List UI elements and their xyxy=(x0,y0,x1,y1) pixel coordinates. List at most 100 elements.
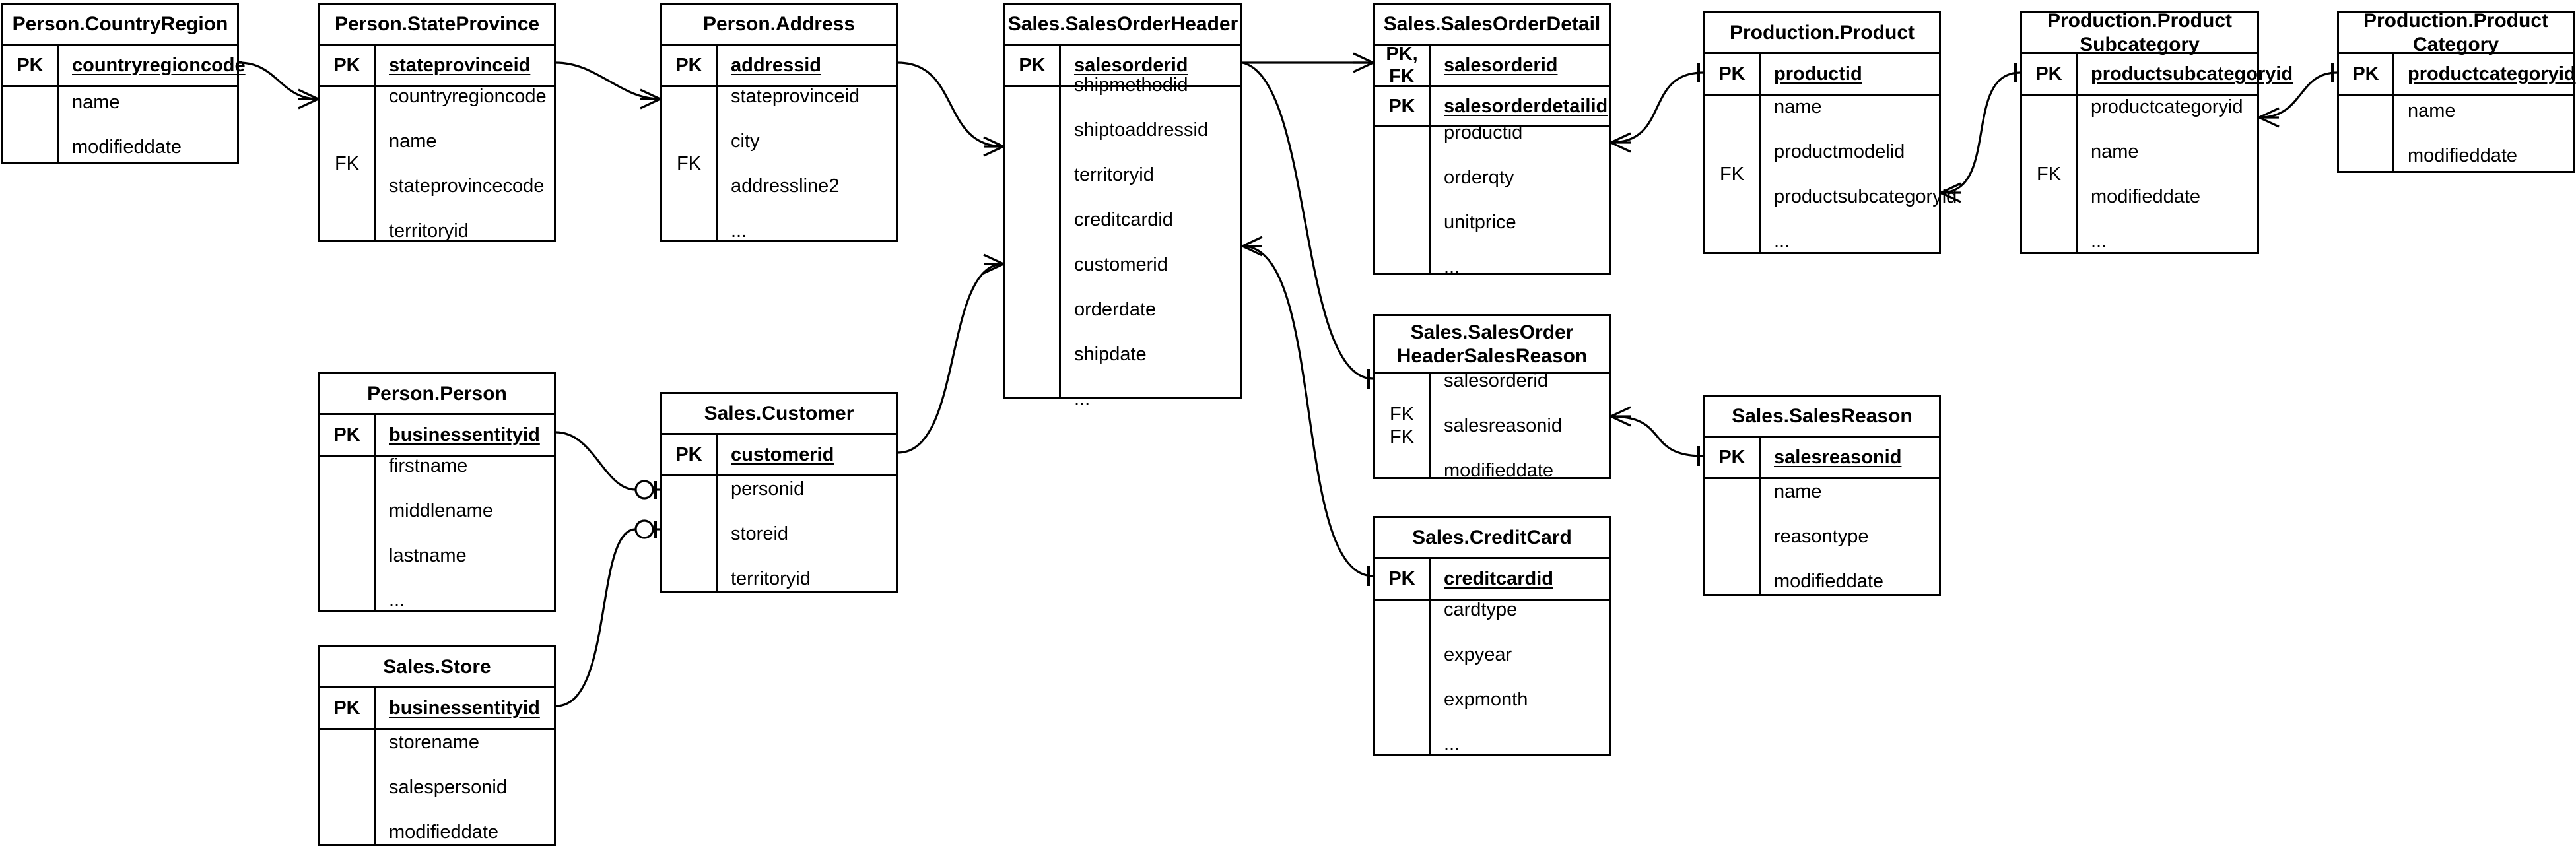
field-soh_sales_reason-modifieddate: modifieddate xyxy=(1444,460,1554,481)
entity-title-product: Production.Product xyxy=(1705,13,1939,54)
field-customer-customerid: customerid xyxy=(731,444,834,465)
key-marker-product_category-0: PK xyxy=(2339,54,2394,94)
key-marker-sales_order_detail-2 xyxy=(1375,127,1431,273)
field-customer-storeid: storeid xyxy=(731,523,789,544)
field-address-stateprovinceid: stateprovinceid xyxy=(731,86,860,107)
entity-title-person: Person.Person xyxy=(320,374,554,415)
fields-country_region-0: countryregioncode xyxy=(59,46,246,85)
fields-sales_order_detail-1: salesorderdetailid xyxy=(1431,87,1609,125)
field-store-salespersonid: salespersonid xyxy=(389,776,507,798)
key-marker-sales_reason-1 xyxy=(1705,479,1761,594)
field-person-firstname: firstname xyxy=(389,455,468,476)
field-product_subcategory-modifieddate: modifieddate xyxy=(2091,185,2201,207)
rel-store-customer xyxy=(550,519,660,716)
field-person-: ... xyxy=(389,590,405,611)
field-sales_order_header-shiptoaddressid: shiptoaddressid xyxy=(1074,119,1209,141)
key-marker-product-1: FK xyxy=(1705,96,1761,252)
rel-salesorderheader-sohsalesreason xyxy=(1242,61,1374,389)
key-marker-store-0: PK xyxy=(320,688,376,728)
field-address-addressline2: addressline2 xyxy=(731,176,840,197)
field-state_province-countryregioncode: countryregioncode xyxy=(389,86,547,107)
field-product_category-productcategoryid: productcategoryid xyxy=(2408,63,2576,84)
field-store-modifieddate: modifieddate xyxy=(389,821,499,843)
key-marker-product-0: PK xyxy=(1705,54,1761,94)
field-sales_reason-salesreasonid: salesreasonid xyxy=(1774,447,1902,468)
entity-title-state_province: Person.StateProvince xyxy=(320,5,554,46)
key-marker-country_region-0: PK xyxy=(3,46,59,85)
field-store-storename: storename xyxy=(389,731,480,753)
field-product-: ... xyxy=(1774,230,1790,252)
entity-title-address: Person.Address xyxy=(662,5,896,46)
fields-customer-0: customerid xyxy=(718,435,896,474)
key-marker-credit_card-1 xyxy=(1375,601,1431,754)
key-marker-person-0: PK xyxy=(320,415,376,455)
entity-title-sales_order_detail: Sales.SalesOrderDetail xyxy=(1375,5,1609,46)
key-marker-country_region-1 xyxy=(3,87,59,162)
field-sales_reason-modifieddate: modifieddate xyxy=(1774,571,1884,592)
field-state_province-name: name xyxy=(389,131,437,152)
field-sales_order_detail-salesorderid: salesorderid xyxy=(1444,55,1558,76)
fields-sales_order_detail-0: salesorderid xyxy=(1431,46,1609,85)
key-marker-person-1 xyxy=(320,457,376,610)
key-marker-product_subcategory-0: PK xyxy=(2022,54,2078,94)
field-sales_order_header-territoryid: territoryid xyxy=(1074,164,1154,185)
fields-product-0: productid xyxy=(1761,54,1939,94)
entity-title-soh_sales_reason: Sales.SalesOrder HeaderSalesReason xyxy=(1375,316,1609,374)
field-product-productid: productid xyxy=(1774,63,1862,84)
field-sales_order_header-customerid: customerid xyxy=(1074,253,1168,275)
entity-title-customer: Sales.Customer xyxy=(662,394,896,435)
key-marker-address-1: FK xyxy=(662,87,718,240)
entity-section-person-0: PK businessentityid xyxy=(320,415,554,455)
entity-section-product-0: PK productid xyxy=(1705,54,1939,94)
key-marker-customer-0: PK xyxy=(662,435,718,474)
fields-address-0: addressid xyxy=(718,46,896,85)
field-credit_card-creditcardid: creditcardid xyxy=(1444,568,1553,589)
field-state_province-stateprovinceid: stateprovinceid xyxy=(389,55,531,76)
key-marker-sales_order_header-1 xyxy=(1005,87,1061,397)
rel-salesorderdetail-product xyxy=(1610,63,1704,153)
field-country_region-countryregioncode: countryregioncode xyxy=(72,55,246,76)
field-product_category-modifieddate: modifieddate xyxy=(2408,145,2518,166)
field-person-businessentityid: businessentityid xyxy=(389,424,540,445)
field-sales_order_header-shipdate: shipdate xyxy=(1074,343,1147,365)
rel-sohsalesreason-salesreason xyxy=(1610,406,1704,466)
field-person-middlename: middlename xyxy=(389,500,493,521)
fields-store-1: storename salespersonid modifieddate xyxy=(376,730,554,844)
entity-title-store: Sales.Store xyxy=(320,647,554,688)
field-country_region-name: name xyxy=(72,92,120,113)
field-sales_order_detail-: ... xyxy=(1444,256,1460,278)
entity-section-country_region-0: PK countryregioncode xyxy=(3,46,246,85)
field-credit_card-cardtype: cardtype xyxy=(1444,599,1518,620)
field-product-productmodelid: productmodelid xyxy=(1774,141,1905,162)
key-marker-state_province-1: FK xyxy=(320,87,376,240)
